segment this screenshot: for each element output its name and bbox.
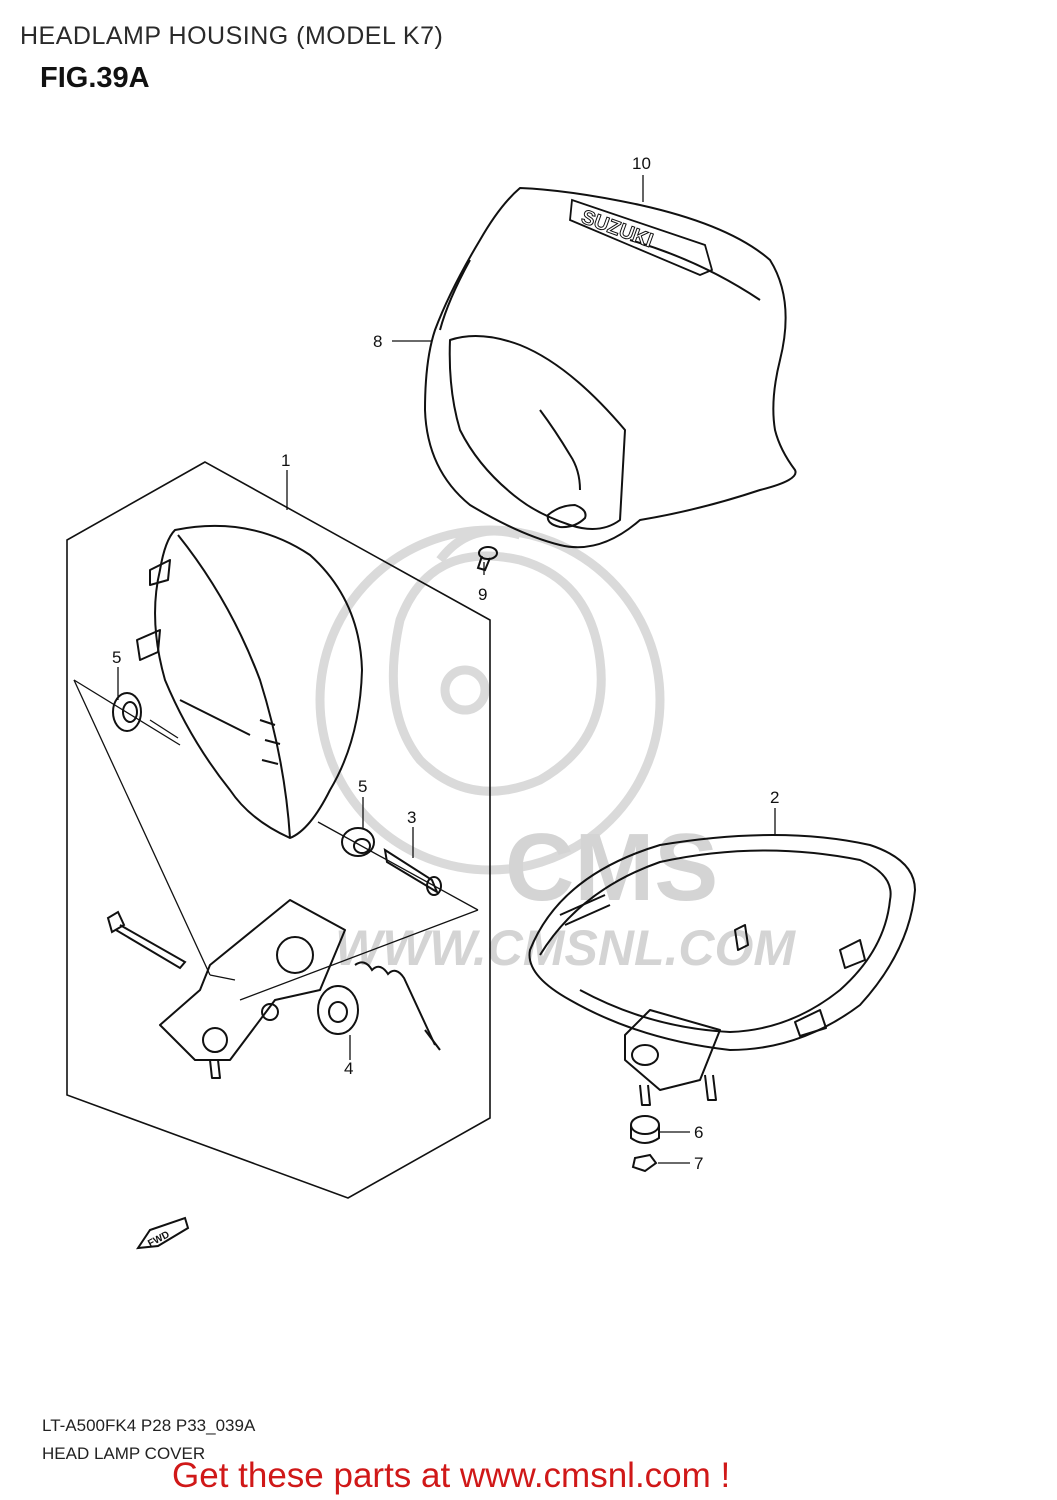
emblem-text: SUZUKI xyxy=(578,206,655,252)
diagram-title: HEADLAMP HOUSING (MODEL K7) xyxy=(20,22,444,50)
callout-10: 10 xyxy=(632,154,651,173)
callout-5b: 5 xyxy=(358,777,367,796)
cms-watermark-text: CMS WWW.CMSNL.COM xyxy=(335,814,796,976)
figure-number: FIG.39A xyxy=(40,62,150,94)
diagram-caption: HEAD LAMP COVER xyxy=(42,1444,206,1463)
promo-link[interactable]: Get these parts at www.cmsnl.com ! xyxy=(172,1456,731,1495)
nut-7 xyxy=(631,1153,658,1173)
collar-3 xyxy=(383,847,442,896)
bracket xyxy=(159,899,346,1079)
adjuster-spring xyxy=(354,961,441,1051)
callout-5a: 5 xyxy=(112,648,121,667)
callout-4: 4 xyxy=(344,1059,353,1078)
lamp-holder-2 xyxy=(528,834,916,1106)
callout-7: 7 xyxy=(694,1154,703,1173)
suzuki-emblem: SUZUKI xyxy=(569,198,714,276)
leader-lines-box xyxy=(73,679,479,1001)
headlamp-cover xyxy=(424,187,797,549)
diagram-code: LT-A500FK4 P28 P33_039A xyxy=(42,1416,256,1435)
assembly-box xyxy=(66,461,491,1199)
callout-leaders xyxy=(117,175,776,1164)
fwd-arrow-icon: FWD xyxy=(135,1216,190,1250)
callout-6: 6 xyxy=(694,1123,703,1142)
callout-2: 2 xyxy=(770,788,779,807)
callout-9: 9 xyxy=(478,585,487,604)
callout-1: 1 xyxy=(281,451,290,470)
callouts: 10 8 1 9 5 5 3 2 4 6 7 xyxy=(112,154,779,1173)
callout-3: 3 xyxy=(407,808,416,827)
callout-8: 8 xyxy=(373,332,382,351)
headlamp-housing xyxy=(136,524,363,839)
cushion-4 xyxy=(317,985,359,1035)
cushion-6 xyxy=(630,1115,660,1144)
bolt xyxy=(106,910,187,970)
watermark-url: WWW.CMSNL.COM xyxy=(335,920,796,976)
watermark-mark: CMS xyxy=(505,814,718,921)
grommet-5b xyxy=(341,827,375,857)
screw-9 xyxy=(476,546,498,572)
grommet-5a xyxy=(112,692,142,732)
